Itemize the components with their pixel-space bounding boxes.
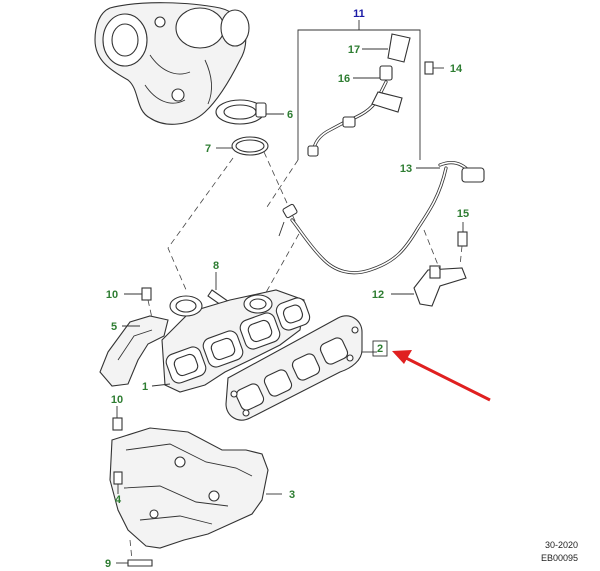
callout-8: 8: [213, 260, 219, 272]
manifold-gasket-2: [225, 315, 377, 421]
gasket-7: [216, 136, 269, 156]
heat-shield-3: [109, 427, 282, 549]
callout-10-lower: 10: [111, 394, 123, 406]
temperature-sensor-13: [278, 161, 485, 275]
callout-7: 7: [205, 143, 211, 155]
callout-10-upper: 10: [106, 289, 118, 301]
exhaust-manifold-1: [151, 289, 311, 393]
callout-9: 9: [105, 558, 111, 570]
turbocharger: [94, 2, 250, 125]
callout-4: 4: [115, 494, 122, 506]
callout-12: 12: [372, 289, 384, 301]
sensor-pipe: [307, 80, 403, 157]
sensor-17: [362, 33, 411, 63]
red-arrow-icon: [392, 350, 491, 402]
bracket-12: [391, 229, 467, 307]
callout-6: 6: [287, 109, 293, 121]
callout-2: 2: [377, 343, 383, 355]
callout-13: 13: [400, 163, 412, 175]
clamp-6: [215, 99, 284, 125]
kit-11-bracket: [264, 20, 421, 211]
callout-1: 1: [142, 381, 148, 393]
image-id: EB00095: [541, 553, 578, 563]
callout-11: 11: [353, 8, 365, 20]
bolt-4: [113, 471, 123, 494]
bolt-10-upper: [124, 287, 153, 319]
callout-16: 16: [338, 73, 350, 85]
stud-9: [116, 539, 153, 567]
bolt-10-lower: [112, 406, 123, 431]
sensor-16: [353, 65, 393, 81]
callout-2-box: [372, 340, 388, 357]
callout-17: 17: [348, 44, 360, 56]
callout-3: 3: [289, 489, 295, 501]
callout-15: 15: [457, 208, 469, 220]
bolt-14: [424, 61, 444, 75]
heat-shield-5: [99, 315, 169, 387]
reference-code: 30-2020: [545, 540, 578, 550]
bolt-15: [457, 222, 468, 267]
callout-14: 14: [450, 63, 463, 75]
callout-5: 5: [111, 321, 117, 333]
